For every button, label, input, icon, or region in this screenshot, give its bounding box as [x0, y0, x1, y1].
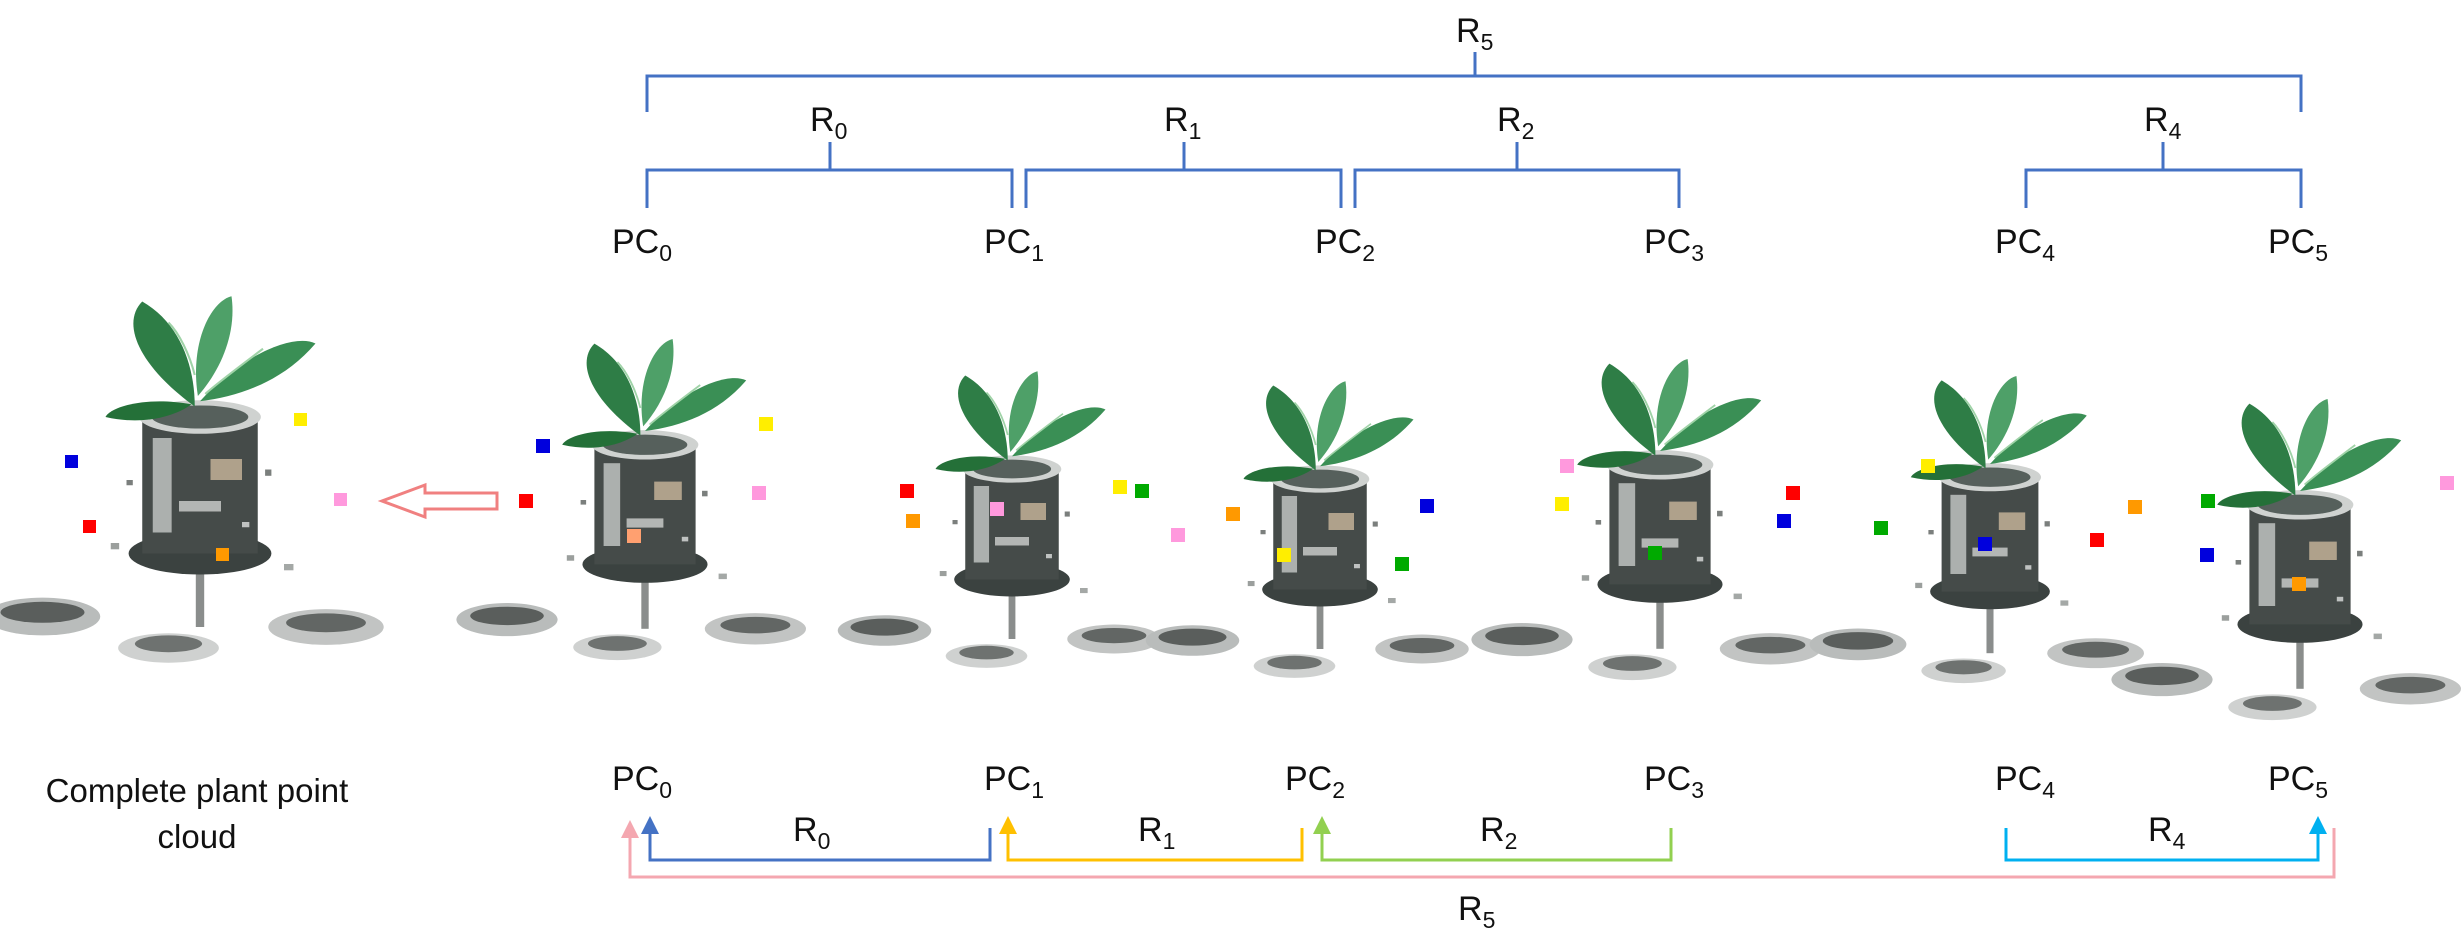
marker-pink: [334, 493, 347, 506]
bottom-r-labels: R0 R1 R2 R4 R5: [793, 811, 2186, 933]
pc4-bottom-label: PC4: [1995, 760, 2055, 803]
marker-blue: [536, 439, 550, 453]
bracket-r1-top: [1024, 142, 1343, 208]
pc4-top-label: PC4: [1995, 223, 2055, 266]
bottom-pc-labels: PC0 PC1 PC2 PC3 PC4 PC5: [612, 760, 2328, 803]
marker-pink: [990, 502, 1004, 516]
r1-top-label: R1: [1164, 101, 1201, 144]
arrowhead-r0: [641, 816, 659, 834]
marker-orange: [216, 548, 229, 561]
bracket-r2-top: [1353, 142, 1681, 208]
pc3-bottom-label: PC3: [1644, 760, 1704, 803]
hollow-arrow-left-icon: [377, 482, 499, 520]
marker-yellow: [1555, 497, 1569, 511]
marker-orange: [2292, 577, 2306, 591]
path-r0: [648, 828, 992, 862]
marker-green: [1395, 557, 1409, 571]
marker-red: [2090, 533, 2104, 547]
pc2-top-label: PC2: [1315, 223, 1375, 266]
path-r2: [1320, 828, 1673, 862]
pc1-bottom-label: PC1: [984, 760, 1044, 803]
caption-line-1: Complete plant point: [46, 772, 349, 809]
marker-red: [519, 494, 533, 508]
marker-yellow: [1277, 548, 1291, 562]
marker-pink: [1560, 459, 1574, 473]
marker-orange: [906, 514, 920, 528]
marker-orange: [2128, 500, 2142, 514]
marker-pink: [1171, 528, 1185, 542]
marker-green: [1874, 521, 1888, 535]
arrowhead-r4: [2309, 816, 2327, 834]
feature-markers: [65, 413, 2454, 591]
r2-top-label: R2: [1497, 101, 1534, 144]
path-r1: [1006, 828, 1304, 862]
r0-bottom-label: R0: [793, 811, 830, 854]
point-cloud-pc2: [1144, 380, 1470, 679]
marker-blue: [1420, 499, 1434, 513]
marker-red: [1786, 486, 1800, 500]
path-r5: [628, 828, 2336, 879]
complete-plant-point-cloud: [0, 295, 385, 664]
pc0-bottom-label: PC0: [612, 760, 672, 803]
marker-blue: [2200, 548, 2214, 562]
marker-blue: [65, 455, 78, 468]
r4-top-label: R4: [2144, 101, 2182, 144]
point-cloud-pc5: [2110, 398, 2462, 722]
top-r-labels: R5 R0 R1 R2 R4: [810, 12, 2182, 144]
pc0-top-label: PC0: [612, 223, 672, 266]
r1-bottom-label: R1: [1138, 811, 1175, 854]
marker-red: [83, 520, 96, 533]
point-cloud-pc3: [1470, 358, 1822, 682]
marker-orange: [1226, 507, 1240, 521]
pc5-bottom-label: PC5: [2268, 760, 2328, 803]
r5-bottom-label: R5: [1458, 890, 1495, 933]
top-pc-labels: PC0 PC1 PC2 PC3 PC4 PC5: [612, 223, 2328, 266]
marker-red: [900, 484, 914, 498]
point-cloud-pc1: [836, 370, 1162, 669]
marker-yellow: [1113, 480, 1127, 494]
marker-blue: [1777, 514, 1791, 528]
pc2-bottom-label: PC2: [1285, 760, 1345, 803]
marker-green: [1648, 546, 1662, 560]
r2-bottom-label: R2: [1480, 811, 1517, 854]
bracket-r0-top: [645, 142, 1014, 208]
pc5-top-label: PC5: [2268, 223, 2328, 266]
bracket-r4-top: [2024, 142, 2303, 208]
arrowhead-r5: [621, 820, 639, 838]
pc3-top-label: PC3: [1644, 223, 1704, 266]
top-tree: [645, 52, 2303, 208]
marker-green: [2201, 494, 2215, 508]
marker-yellow: [759, 417, 773, 431]
marker-green: [1135, 484, 1149, 498]
r4-bottom-label: R4: [2148, 811, 2186, 854]
marker-pink: [2440, 476, 2454, 490]
r0-top-label: R0: [810, 101, 847, 144]
bottom-registration-paths: [621, 816, 2336, 879]
arrowhead-r1: [999, 816, 1017, 834]
r5-top-label: R5: [1456, 12, 1493, 55]
caption-line-2: cloud: [158, 818, 237, 855]
marker-yellow: [294, 413, 307, 426]
arrowhead-r2: [1313, 816, 1331, 834]
marker-yellow: [1921, 459, 1935, 473]
point-cloud-pc4: [1808, 375, 2145, 684]
bracket-r5-top: [645, 52, 2303, 112]
path-r4: [2004, 828, 2320, 862]
marker-pink: [752, 486, 766, 500]
marker-blue: [1978, 537, 1992, 551]
pc1-top-label: PC1: [984, 223, 1044, 266]
marker-orange: [627, 529, 641, 543]
